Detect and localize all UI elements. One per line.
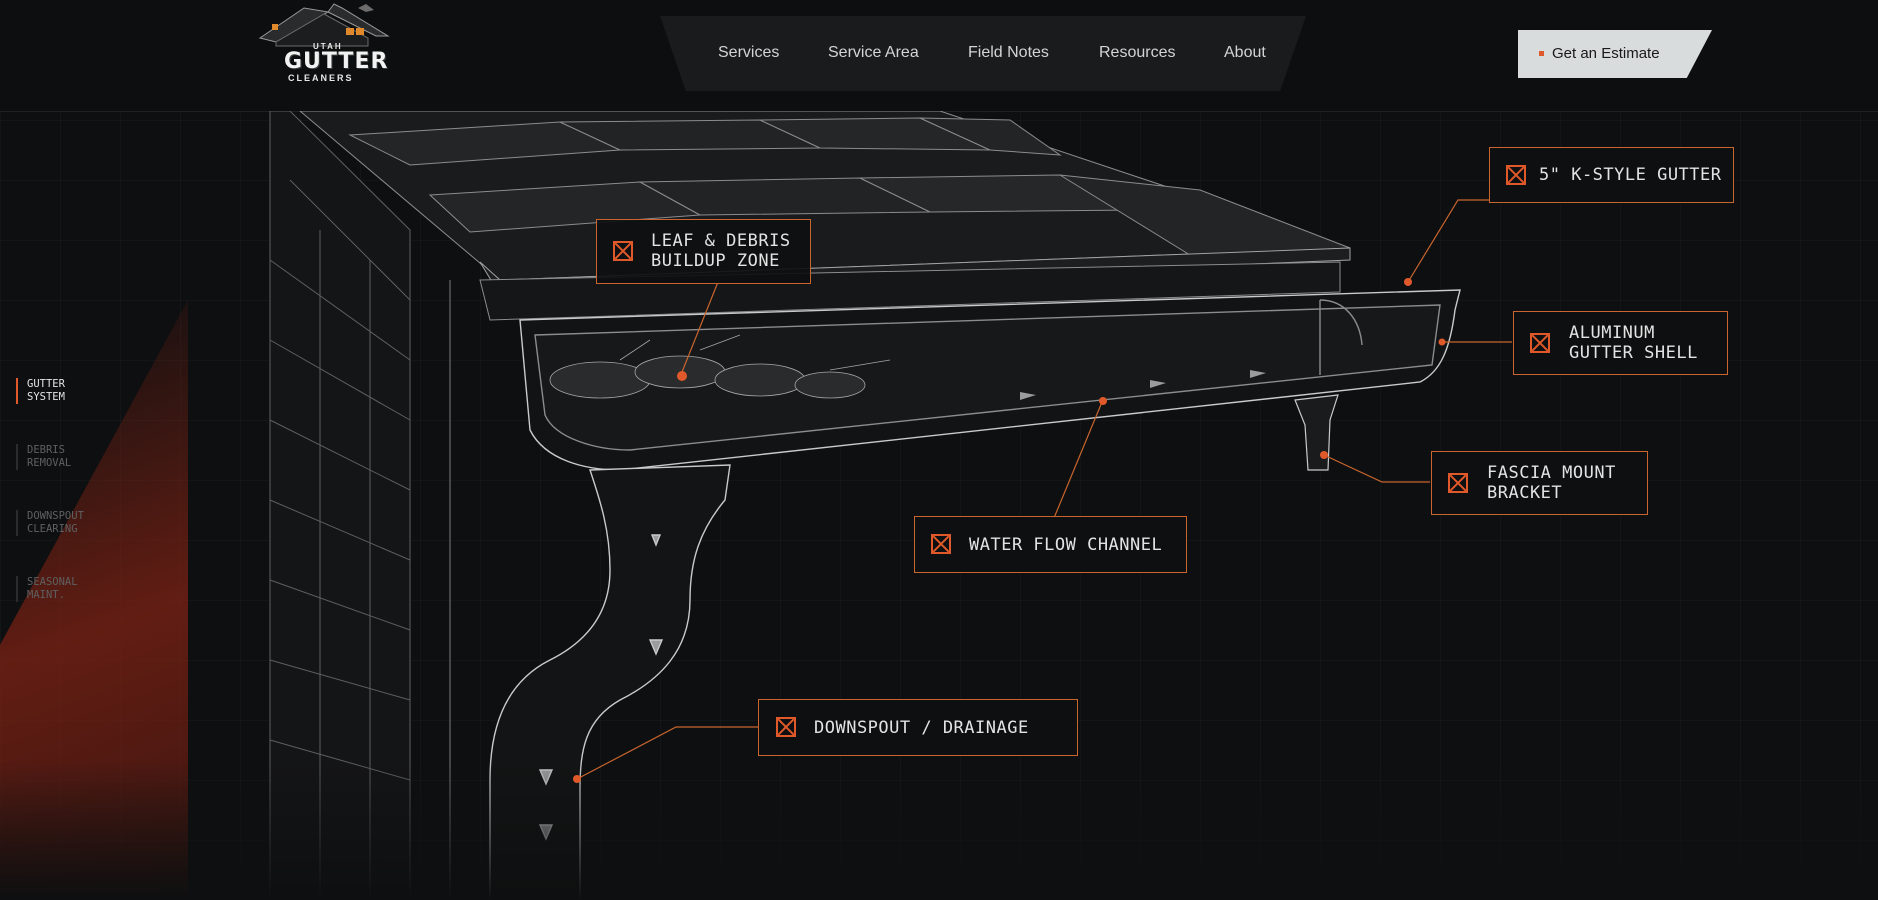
callout-leaf-label: LEAF & DEBRIS BUILDUP ZONE xyxy=(651,231,791,271)
x-box-icon xyxy=(931,534,951,554)
callout-leaf-debris[interactable]: LEAF & DEBRIS BUILDUP ZONE xyxy=(596,219,811,284)
sidebar-item-downspout-clearing[interactable]: DOWNSPOUT CLEARING xyxy=(16,510,84,536)
roof xyxy=(299,111,1351,296)
fascia-bracket xyxy=(1294,394,1339,471)
x-box-icon xyxy=(1506,165,1526,185)
callout-aluminum-shell[interactable]: ALUMINUM GUTTER SHELL xyxy=(1513,311,1728,375)
water-flow-arrows xyxy=(1020,370,1266,400)
main-nav: Services Service Area Field Notes Resour… xyxy=(660,16,1306,91)
gutter-diagram xyxy=(0,111,1878,900)
callout-k-style-gutter[interactable]: 5" K-STYLE GUTTER xyxy=(1489,147,1734,203)
callout-aluminum-label: ALUMINUM GUTTER SHELL xyxy=(1569,323,1698,363)
logo-text-utah: UTAH xyxy=(313,42,343,51)
nav-service-area[interactable]: Service Area xyxy=(828,44,919,61)
house-roof-icon xyxy=(258,3,390,47)
callout-downspout[interactable]: DOWNSPOUT / DRAINAGE xyxy=(758,699,1078,756)
sidebar-item-gutter-system[interactable]: GUTTER SYSTEM xyxy=(16,378,65,404)
callout-fascia-bracket[interactable]: FASCIA MOUNT BRACKET xyxy=(1431,451,1648,515)
nav-about[interactable]: About xyxy=(1224,44,1266,61)
callout-fascia-label: FASCIA MOUNT BRACKET xyxy=(1487,463,1616,503)
callout-k-style-label: 5" K-STYLE GUTTER xyxy=(1539,165,1722,185)
sidebar-item-seasonal-maint[interactable]: SEASONAL MAINT. xyxy=(16,576,78,602)
logo[interactable]: UTAH GUTTER CLEANERS xyxy=(258,2,390,84)
get-estimate-label: Get an Estimate xyxy=(1552,45,1660,62)
get-estimate-button[interactable]: Get an Estimate xyxy=(1518,30,1712,78)
nav-resources[interactable]: Resources xyxy=(1099,44,1176,61)
logo-text-gutter: GUTTER xyxy=(284,49,389,74)
cta-bullet-icon xyxy=(1539,51,1544,56)
x-box-icon xyxy=(1448,473,1468,493)
callout-leader-lines xyxy=(576,199,1512,780)
sidebar-item-debris-removal[interactable]: DEBRIS REMOVAL xyxy=(16,444,71,470)
callout-water-label: WATER FLOW CHANNEL xyxy=(969,535,1163,555)
x-box-icon xyxy=(776,717,796,737)
logo-text-cleaners: CLEANERS xyxy=(288,73,354,83)
x-box-icon xyxy=(1530,333,1550,353)
nav-services[interactable]: Services xyxy=(718,44,780,61)
callout-water-flow[interactable]: WATER FLOW CHANNEL xyxy=(914,516,1187,573)
house-wall xyxy=(269,111,451,900)
x-box-icon xyxy=(613,241,633,261)
site-header: UTAH GUTTER CLEANERS Services Service Ar… xyxy=(0,0,1878,112)
callout-downspout-label: DOWNSPOUT / DRAINAGE xyxy=(814,718,1029,738)
callout-anchor-dots xyxy=(573,278,1446,783)
nav-field-notes[interactable]: Field Notes xyxy=(968,44,1049,61)
gutter xyxy=(519,289,1461,471)
